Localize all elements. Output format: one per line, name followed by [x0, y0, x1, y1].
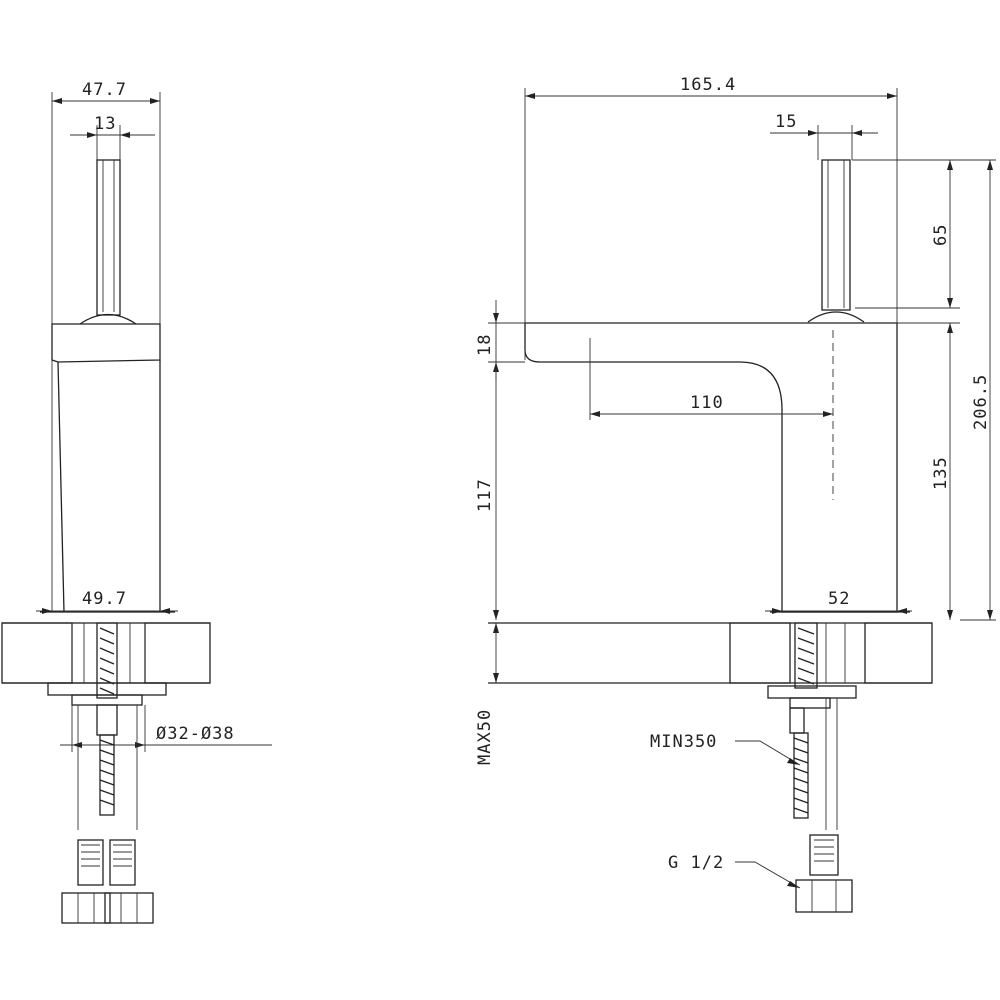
dimension-lever-width: 13	[70, 114, 155, 160]
front-spout-body	[524, 322, 910, 613]
dim-spout-thickness-label: 18	[475, 334, 495, 356]
side-body	[40, 323, 175, 613]
dim-total-height-label: 206.5	[971, 374, 991, 430]
dimension-front-lever: 15	[770, 112, 878, 160]
dimension-body-height: 135	[897, 322, 960, 620]
dim-spout-reach-label: 110	[690, 393, 724, 413]
side-view: 47.7 13 49.7	[1, 80, 272, 924]
dimension-hole-diameter: Ø32-Ø38	[60, 705, 272, 752]
front-view: 165.4 15 65	[475, 75, 996, 913]
dim-width-top-label: 47.7	[82, 80, 127, 100]
dim-front-lever-label: 15	[775, 112, 797, 132]
dimension-spout-reach: 110	[589, 362, 833, 420]
dim-under-spout-label: 117	[475, 478, 495, 512]
side-hoses	[77, 705, 138, 830]
dimension-max-deck: MAX50	[475, 623, 499, 765]
front-hose	[793, 698, 853, 913]
dimension-body-base: 49.7	[36, 589, 178, 614]
side-deck-section	[1, 622, 211, 684]
front-deck-section	[488, 622, 933, 689]
dim-max-deck-label: MAX50	[475, 709, 495, 765]
dim-body-base-label: 49.7	[82, 589, 127, 609]
front-mounting-nut	[767, 685, 857, 734]
dim-hole-diameter-label: Ø32-Ø38	[156, 724, 235, 744]
dim-total-length-label: 165.4	[680, 75, 736, 95]
side-threaded-stud	[83, 622, 131, 699]
label-g-half: G 1/2	[668, 853, 724, 873]
dim-body-height-label: 135	[931, 456, 951, 490]
dimension-total-length: 165.4	[524, 75, 898, 360]
dimension-spout-thickness: 18	[475, 300, 525, 380]
label-min350: MIN350	[650, 732, 717, 752]
callout-thread: G 1/2	[668, 853, 801, 889]
dimension-total-height: 206.5	[960, 159, 996, 621]
dim-lever-width-label: 13	[94, 114, 116, 134]
dim-lever-height-label: 65	[931, 224, 951, 246]
dimension-lever-height: 65	[852, 159, 960, 309]
callout-hose-length: MIN350	[650, 732, 801, 766]
side-lever	[79, 159, 137, 325]
dimension-under-spout: 117	[475, 362, 499, 620]
front-lever	[807, 159, 865, 323]
side-hose-fittings	[61, 839, 154, 924]
dimension-front-base: 52	[765, 589, 912, 614]
dim-front-base-label: 52	[828, 589, 850, 609]
dimension-width-top: 47.7	[51, 80, 161, 325]
